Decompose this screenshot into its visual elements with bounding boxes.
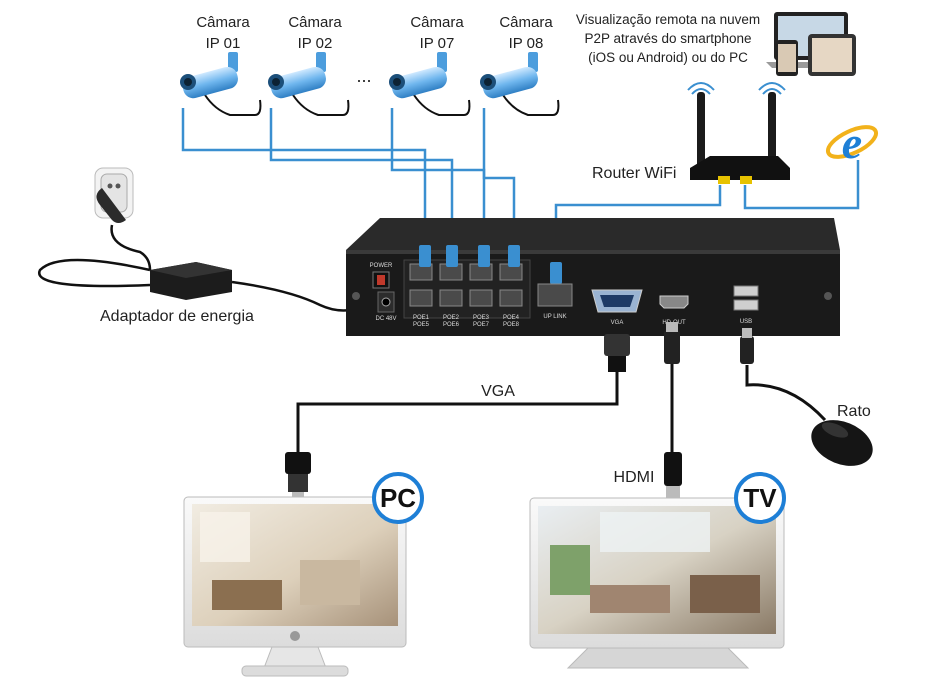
- camera-7-line1: Câmara: [410, 14, 464, 31]
- poe-port-block: [409, 263, 523, 307]
- mouse-label: Rato: [837, 403, 871, 420]
- hdmi-connector-icon: [664, 452, 682, 498]
- camera-8-line2: IP 08: [509, 35, 544, 52]
- camera-label-8: Câmara IP 08: [499, 14, 553, 52]
- svg-text:TV: TV: [743, 483, 777, 513]
- svg-text:e: e: [842, 117, 862, 168]
- poe-plugs: [419, 245, 562, 284]
- vga-connector-icon: [604, 334, 630, 372]
- remote-view-caption: Visualização remota na nuvem P2P através…: [576, 12, 760, 65]
- vga-connector-icon: [285, 452, 311, 500]
- camera-label-2: Câmara IP 02: [288, 14, 342, 52]
- camera-2-line1: Câmara: [288, 14, 342, 31]
- remote-line2: P2P através do smartphone: [584, 31, 751, 46]
- hdmi-port: [659, 295, 689, 309]
- vga-label: VGA: [481, 383, 515, 400]
- tv-badge: TV: [734, 472, 786, 524]
- pc-badge: PC: [372, 472, 424, 524]
- mouse-icon: [811, 420, 873, 466]
- camera-ellipsis: ...: [356, 66, 371, 86]
- usb-port-label: USB: [740, 319, 752, 325]
- remote-line1: Visualização remota na nuvem: [576, 12, 760, 27]
- power-adapter-label: Adaptador de energia: [100, 308, 254, 325]
- power-plug-icon: [94, 167, 134, 223]
- usb-connector-icon: [740, 328, 754, 364]
- camera-label-1: Câmara IP 01: [196, 14, 250, 52]
- pc-monitor: [183, 496, 407, 677]
- camera-8-line1: Câmara: [499, 14, 553, 31]
- camera-1-line1: Câmara: [196, 14, 250, 31]
- uplink-label: UP LINK: [543, 314, 566, 320]
- ip-camera-icon: [180, 52, 241, 101]
- camera-1-line2: IP 01: [206, 35, 241, 52]
- nvr-recorder: POWER DC 48V POE1 POE5 POE2 POE6 POE3 PO…: [346, 218, 840, 336]
- remote-line3: (iOS ou Android) ou do PC: [588, 50, 748, 65]
- hdmi-label: HDMI: [614, 469, 655, 486]
- ip-camera-icon: [480, 52, 541, 101]
- usb-port: [733, 285, 759, 311]
- internet-explorer-icon: e: [825, 117, 879, 168]
- vga-port-label: VGA: [611, 320, 624, 326]
- poe-label-1: POE1: [413, 315, 430, 321]
- poe-label-6: POE6: [443, 322, 460, 328]
- router-label: Router WiFi: [592, 165, 676, 182]
- svg-text:PC: PC: [380, 483, 416, 513]
- ip-camera-icon: [389, 52, 450, 101]
- camera-2-line2: IP 02: [298, 35, 333, 52]
- power-adapter: [150, 262, 232, 300]
- camera-7-line2: IP 07: [420, 35, 455, 52]
- poe-label-5: POE5: [413, 322, 430, 328]
- power-switch[interactable]: [377, 275, 385, 285]
- nvr-power-label: POWER: [370, 263, 393, 269]
- poe-label-7: POE7: [473, 322, 490, 328]
- poe-label-2: POE2: [443, 315, 460, 321]
- tablet-icon: [808, 34, 856, 76]
- vga-port: [591, 289, 643, 313]
- camera-label-7: Câmara IP 07: [410, 14, 464, 52]
- wifi-router-icon: [687, 82, 790, 184]
- smartphone-icon: [776, 40, 798, 76]
- tv-monitor: [529, 497, 785, 669]
- poe-label-8: POE8: [503, 322, 520, 328]
- hdmi-connector-icon: [664, 322, 680, 364]
- nvr-dc-label: DC 48V: [375, 316, 396, 322]
- ip-camera-icon: [268, 52, 329, 101]
- poe-label-4: POE4: [503, 315, 520, 321]
- poe-label-3: POE3: [473, 315, 490, 321]
- uplink-port: [537, 283, 573, 307]
